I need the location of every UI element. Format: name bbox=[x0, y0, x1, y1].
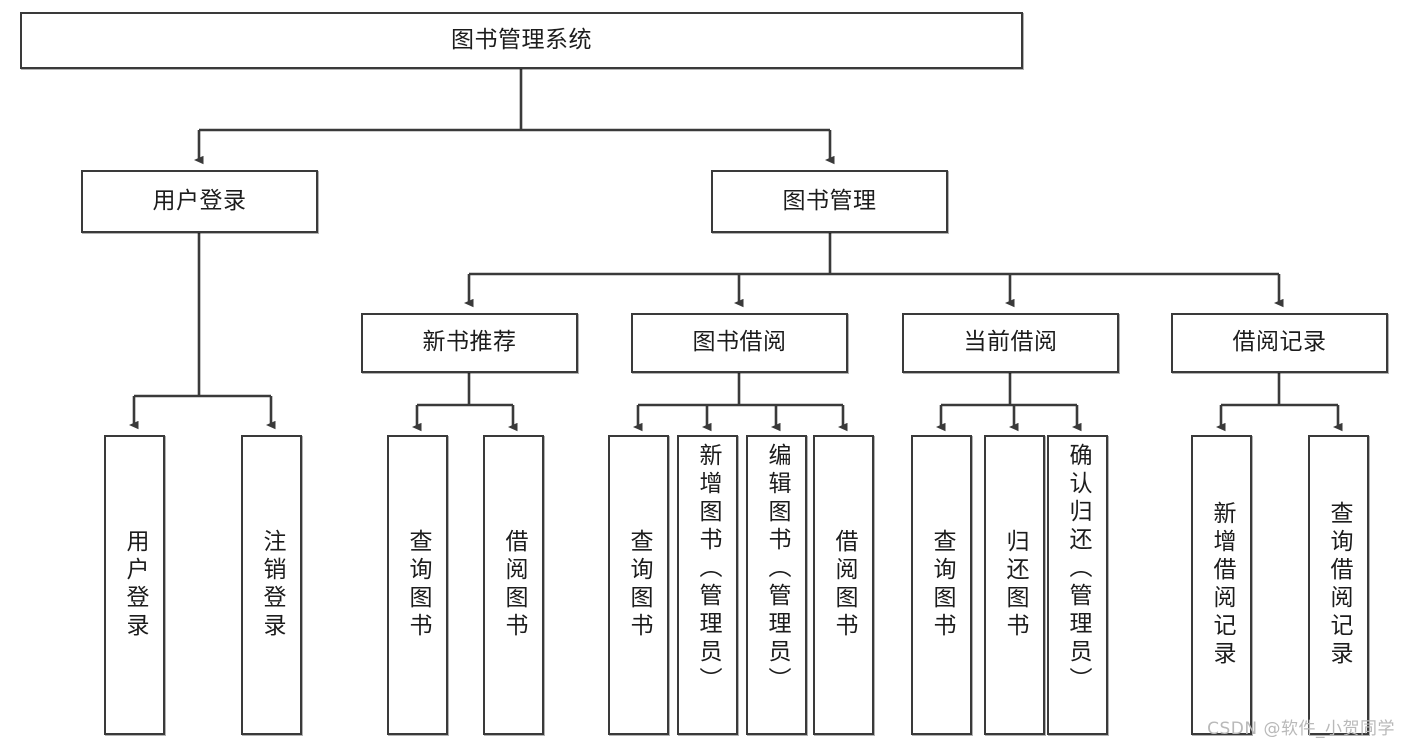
node-current-borrow-label: 当前借阅 bbox=[963, 329, 1058, 356]
node-book-management[interactable]: 图书管理 bbox=[711, 170, 948, 233]
leaf-add-borrow-record-label: 新增借阅记录 bbox=[1209, 501, 1235, 669]
leaf-add-book-admin[interactable]: 新增图书（管理员） bbox=[677, 435, 738, 735]
leaf-logout[interactable]: 注销登录 bbox=[241, 435, 302, 735]
leaf-query-book-borrow[interactable]: 查询图书 bbox=[608, 435, 669, 735]
leaf-edit-book-admin[interactable]: 编辑图书（管理员） bbox=[746, 435, 807, 735]
leaf-query-book-current[interactable]: 查询图书 bbox=[911, 435, 972, 735]
leaf-borrow-book-label: 借阅图书 bbox=[831, 529, 857, 641]
leaf-borrow-book-recommend-label: 借阅图书 bbox=[501, 529, 527, 641]
node-new-book-recommend-label: 新书推荐 bbox=[422, 329, 517, 356]
watermark-text: CSDN @软件_小贺同学 bbox=[1207, 719, 1395, 739]
leaf-return-book[interactable]: 归还图书 bbox=[984, 435, 1045, 735]
leaf-edit-book-admin-label: 编辑图书（管理员） bbox=[764, 443, 790, 695]
node-user-login[interactable]: 用户登录 bbox=[81, 170, 318, 233]
node-current-borrow[interactable]: 当前借阅 bbox=[902, 313, 1119, 373]
leaf-borrow-book-recommend[interactable]: 借阅图书 bbox=[483, 435, 544, 735]
leaf-query-book-current-label: 查询图书 bbox=[929, 529, 955, 641]
node-book-management-label: 图书管理 bbox=[782, 187, 877, 214]
leaf-query-book-borrow-label: 查询图书 bbox=[626, 529, 652, 641]
leaf-query-borrow-record[interactable]: 查询借阅记录 bbox=[1308, 435, 1369, 735]
leaf-logout-label: 注销登录 bbox=[259, 529, 285, 641]
node-borrow-record-label: 借阅记录 bbox=[1232, 329, 1327, 356]
leaf-query-book-recommend[interactable]: 查询图书 bbox=[387, 435, 448, 735]
node-root-label: 图书管理系统 bbox=[451, 26, 592, 53]
node-user-login-label: 用户登录 bbox=[152, 187, 247, 214]
leaf-confirm-return-admin-label: 确认归还（管理员） bbox=[1065, 443, 1091, 695]
leaf-user-login-label: 用户登录 bbox=[122, 529, 148, 641]
leaf-return-book-label: 归还图书 bbox=[1002, 529, 1028, 641]
leaf-add-book-admin-label: 新增图书（管理员） bbox=[695, 443, 721, 695]
leaf-confirm-return-admin[interactable]: 确认归还（管理员） bbox=[1047, 435, 1108, 735]
node-new-book-recommend[interactable]: 新书推荐 bbox=[361, 313, 578, 373]
leaf-add-borrow-record[interactable]: 新增借阅记录 bbox=[1191, 435, 1252, 735]
leaf-query-borrow-record-label: 查询借阅记录 bbox=[1326, 501, 1352, 669]
node-borrow-record[interactable]: 借阅记录 bbox=[1171, 313, 1388, 373]
leaf-borrow-book[interactable]: 借阅图书 bbox=[813, 435, 874, 735]
node-book-borrow[interactable]: 图书借阅 bbox=[631, 313, 848, 373]
node-book-borrow-label: 图书借阅 bbox=[692, 329, 787, 356]
leaf-user-login[interactable]: 用户登录 bbox=[104, 435, 165, 735]
leaf-query-book-recommend-label: 查询图书 bbox=[405, 529, 431, 641]
node-root[interactable]: 图书管理系统 bbox=[20, 12, 1023, 69]
